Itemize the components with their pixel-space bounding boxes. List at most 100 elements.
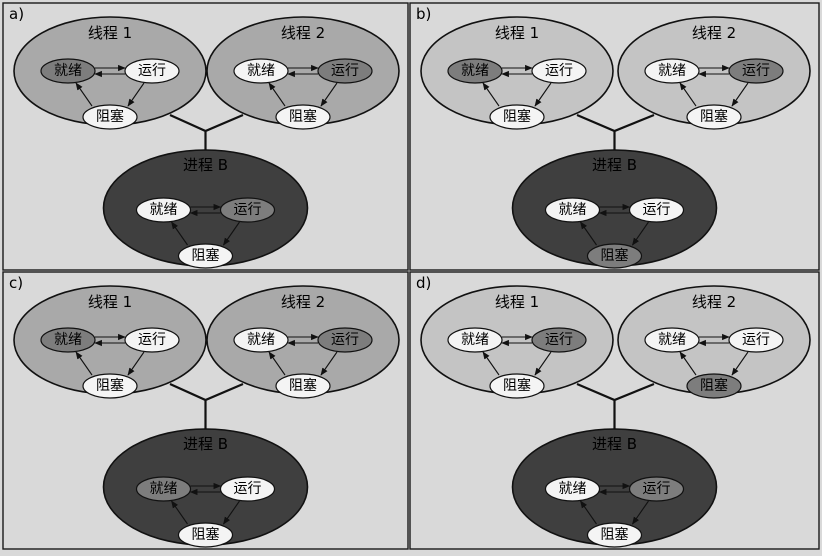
process-b-arrow-running-to-blocked	[223, 500, 240, 525]
panel-label: c)	[9, 274, 23, 292]
thread-1-arrow-running-to-blocked	[534, 351, 552, 376]
thread-2-arrow-running-to-blocked	[731, 351, 749, 376]
thread-1-state-blocked	[82, 373, 138, 399]
process-b-state-blocked-label: 阻塞	[601, 526, 629, 543]
thread-1-state-blocked	[489, 373, 545, 399]
process-b-arrow-running-to-blocked	[223, 221, 240, 246]
panel-c: c)线程 1就绪运行阻塞线程 2就绪运行阻塞进程 B就绪运行阻塞	[2, 271, 409, 550]
thread-1-state-ready-label: 就绪	[54, 332, 82, 348]
process-b-state-blocked-label: 阻塞	[601, 247, 629, 264]
thread-2-title: 线程 2	[692, 24, 736, 42]
process-b-state-ready	[544, 476, 601, 502]
thread-1-title: 线程 1	[88, 24, 132, 42]
thread-process-connector	[576, 113, 655, 152]
thread-1-state-blocked-label: 阻塞	[96, 108, 124, 125]
thread-2-state-blocked-label: 阻塞	[289, 108, 317, 125]
thread-2-arrow-running-to-blocked	[731, 82, 749, 107]
process-b-state-running	[628, 476, 685, 502]
thread-1-arrow-blocked-to-ready	[482, 351, 500, 376]
process-b-title: 进程 B	[592, 435, 637, 453]
thread-1-state-ready-label: 就绪	[54, 63, 82, 79]
thread-1-state-blocked	[489, 104, 545, 130]
thread-2-state-ready	[644, 58, 700, 84]
process-b-state-blocked	[177, 522, 234, 548]
thread-2-state-running-label: 运行	[742, 332, 770, 348]
thread-2-state-running	[728, 58, 784, 84]
thread-1-title: 线程 1	[495, 293, 539, 311]
thread-2: 线程 2就绪运行阻塞	[617, 16, 811, 130]
thread-1-state-running-label: 运行	[545, 63, 573, 79]
thread-2-state-running	[728, 327, 784, 353]
thread-2: 线程 2就绪运行阻塞	[206, 16, 400, 130]
process-b-state-running-label: 运行	[234, 202, 262, 218]
process-b-state-running	[219, 197, 276, 223]
thread-1: 线程 1就绪运行阻塞	[420, 285, 614, 399]
process-b-state-blocked	[586, 243, 643, 269]
process-b-title: 进程 B	[183, 435, 228, 453]
process-b-arrow-blocked-to-ready	[171, 221, 188, 246]
thread-2-state-blocked	[275, 104, 331, 130]
panel-frame	[409, 2, 820, 271]
thread-2-state-blocked-label: 阻塞	[700, 377, 728, 394]
process-b-title: 进程 B	[183, 156, 228, 174]
thread-1-state-running	[531, 327, 587, 353]
process-b: 进程 B就绪运行阻塞	[511, 428, 718, 548]
process-b-state-running	[628, 197, 685, 223]
panel-b: b)线程 1就绪运行阻塞线程 2就绪运行阻塞进程 B就绪运行阻塞	[409, 2, 820, 271]
thread-2-state-running-label: 运行	[331, 63, 359, 79]
thread-1-state-ready-label: 就绪	[461, 332, 489, 348]
thread-2-state-ready	[644, 327, 700, 353]
process-b-arrow-blocked-to-ready	[580, 500, 597, 525]
process-b-state-ready	[544, 197, 601, 223]
thread-1-arrow-running-to-blocked	[127, 351, 145, 376]
thread-1: 线程 1就绪运行阻塞	[13, 285, 207, 399]
process-b: 进程 B就绪运行阻塞	[102, 149, 309, 269]
thread-2-title: 线程 2	[692, 293, 736, 311]
thread-1-arrow-running-to-blocked	[534, 82, 552, 107]
thread-1-arrow-blocked-to-ready	[482, 82, 500, 107]
process-b-arrow-blocked-to-ready	[171, 500, 188, 525]
thread-2-title: 线程 2	[281, 24, 325, 42]
thread-process-connector	[169, 113, 244, 152]
thread-1-state-ready-label: 就绪	[461, 63, 489, 79]
thread-process-connector	[169, 382, 244, 431]
thread-1-state-ready	[447, 58, 503, 84]
thread-2-state-running-label: 运行	[742, 63, 770, 79]
thread-1-arrow-blocked-to-ready	[75, 351, 93, 376]
thread-2-state-ready	[233, 58, 289, 84]
process-b-state-ready-label: 就绪	[150, 481, 178, 497]
panel-d: d)线程 1就绪运行阻塞线程 2就绪运行阻塞进程 B就绪运行阻塞	[409, 271, 820, 550]
process-b: 进程 B就绪运行阻塞	[102, 428, 309, 548]
thread-1-title: 线程 1	[495, 24, 539, 42]
thread-1-arrow-running-to-blocked	[127, 82, 145, 107]
thread-2-arrow-running-to-blocked	[320, 351, 338, 376]
thread-2-arrow-running-to-blocked	[320, 82, 338, 107]
process-b-state-blocked	[586, 522, 643, 548]
thread-2-state-ready-label: 就绪	[247, 332, 275, 348]
thread-2-state-blocked	[686, 373, 742, 399]
thread-1-arrow-blocked-to-ready	[75, 82, 93, 107]
thread-2-arrow-blocked-to-ready	[268, 351, 286, 376]
process-b-state-running-label: 运行	[643, 202, 671, 218]
thread-1-state-blocked	[82, 104, 138, 130]
thread-2-state-running-label: 运行	[331, 332, 359, 348]
process-b-state-blocked-label: 阻塞	[192, 247, 220, 264]
thread-2-state-running	[317, 327, 373, 353]
thread-1-state-ready	[40, 327, 96, 353]
process-b-state-ready	[135, 476, 192, 502]
panel-label: d)	[416, 274, 431, 292]
process-b-state-ready-label: 就绪	[559, 202, 587, 218]
thread-2-state-ready-label: 就绪	[658, 63, 686, 79]
thread-1-state-running-label: 运行	[138, 63, 166, 79]
thread-1-state-ready	[40, 58, 96, 84]
thread-1-state-blocked-label: 阻塞	[503, 108, 531, 125]
process-b-state-ready-label: 就绪	[559, 481, 587, 497]
thread-2-arrow-blocked-to-ready	[679, 351, 697, 376]
thread-2-state-ready-label: 就绪	[658, 332, 686, 348]
thread-1-state-running	[124, 327, 180, 353]
